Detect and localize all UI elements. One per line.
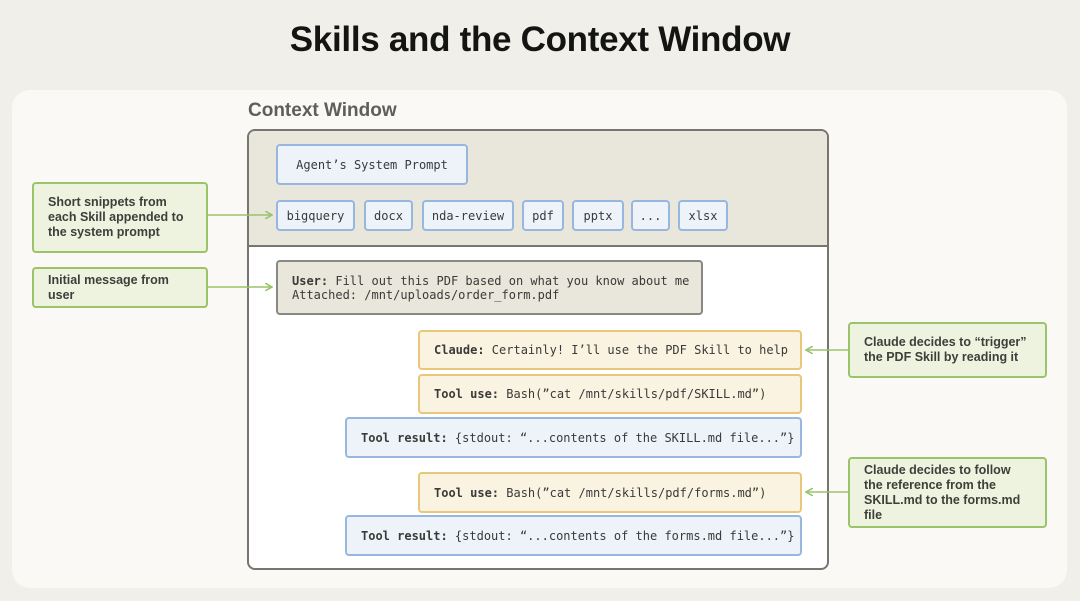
tool-use-message-1: Tool use: Bash(”cat /mnt/skills/pdf/SKIL… [418, 374, 802, 414]
tool-use-speaker-2: Tool use: [434, 485, 500, 500]
user-attachment: Attached: /mnt/uploads/order_form.pdf [292, 287, 560, 302]
tool-result-text-2: {stdout: “...contents of the forms.md fi… [447, 528, 795, 543]
tool-result-speaker-1: Tool result: [361, 430, 448, 445]
tool-use-message-2: Tool use: Bash(”cat /mnt/skills/pdf/form… [418, 472, 802, 513]
skill-xlsx: xlsx [678, 200, 728, 231]
diagram-title: Skills and the Context Window [289, 20, 791, 59]
system-prompt-box: Agent’s System Prompt [276, 144, 468, 185]
skill-ellipsis: ... [631, 200, 670, 231]
claude-message: Claude: Certainly! I’ll use the PDF Skil… [418, 330, 802, 370]
tool-use-text-2: Bash(”cat /mnt/skills/pdf/forms.md”) [499, 485, 767, 500]
user-message: User: Fill out this PDF based on what yo… [276, 260, 703, 315]
claude-speaker: Claude: [434, 343, 485, 357]
context-window-label: Context Window [248, 100, 397, 121]
annotation-trigger-skill: Claude decides to “trigger” the PDF Skil… [848, 322, 1047, 378]
annotation-follow-reference: Claude decides to follow the reference f… [848, 457, 1047, 528]
claude-text: Certainly! I’ll use the PDF Skill to hel… [484, 343, 789, 357]
tool-result-text-1: {stdout: “...contents of the SKILL.md fi… [447, 430, 795, 445]
tool-use-speaker-1: Tool use: [434, 387, 500, 401]
skill-nda-review: nda-review [422, 200, 514, 231]
annotation-initial-message: Initial message from user [32, 267, 208, 308]
tool-use-text-1: Bash(”cat /mnt/skills/pdf/SKILL.md”) [499, 387, 767, 401]
tool-result-message-2: Tool result: {stdout: “...contents of th… [345, 515, 802, 556]
skill-docx: docx [364, 200, 413, 231]
skill-bigquery: bigquery [276, 200, 355, 231]
skill-pdf: pdf [522, 200, 564, 231]
tool-result-speaker-2: Tool result: [361, 528, 448, 543]
skill-pptx: pptx [572, 200, 624, 231]
tool-result-message-1: Tool result: {stdout: “...contents of th… [345, 417, 802, 458]
annotation-skill-snippets: Short snippets from each Skill appended … [32, 182, 208, 253]
user-text: Fill out this PDF based on what you know… [328, 273, 690, 288]
user-speaker: User: [292, 273, 329, 288]
